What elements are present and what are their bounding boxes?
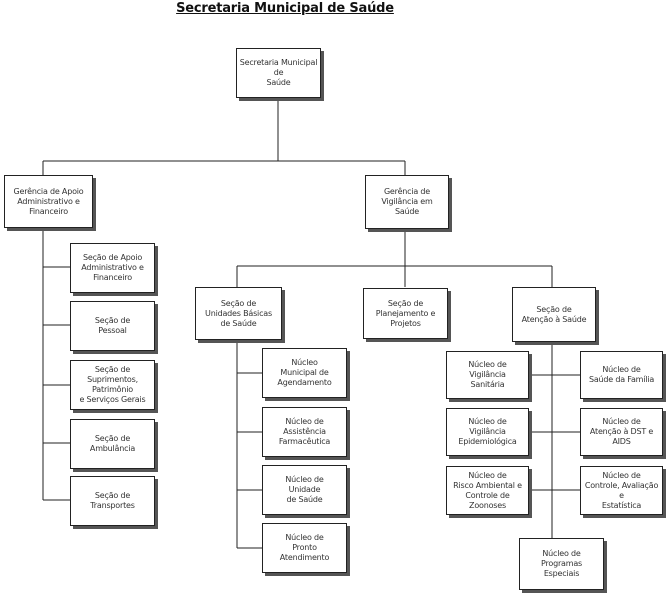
node-gerencia-apoio: Gerência de Apoio Administrativo e Finan… xyxy=(4,175,93,228)
node-nucleo-agendamento: Núcleo Municipal de Agendamento xyxy=(262,348,347,398)
page-title: Secretaria Municipal de Saúde xyxy=(176,1,394,16)
node-secao-planejamento: Seção de Planejamento e Projetos xyxy=(363,288,448,339)
node-secretaria: Secretaria Municipal de Saúde xyxy=(236,48,321,98)
node-secao-ambulancia: Seção de Ambulância xyxy=(70,419,155,469)
node-secao-unidades: Seção de Unidades Básicas de Saúde xyxy=(195,287,282,340)
node-secao-atencao: Seção de Atenção à Saúde xyxy=(512,287,596,342)
node-nucleo-familia: Núcleo de Saúde da Família xyxy=(580,351,663,399)
node-nucleo-unidade: Núcleo de Unidade de Saúde xyxy=(262,465,347,515)
node-nucleo-pronto: Núcleo de Pronto Atendimento xyxy=(262,523,347,573)
node-nucleo-epidemiologica: Núcleo de Vigilância Epidemiológica xyxy=(446,408,529,456)
node-nucleo-zoonoses: Núcleo de Risco Ambiental e Controle de … xyxy=(446,466,529,515)
node-secao-pessoal: Seção de Pessoal xyxy=(70,301,155,351)
node-nucleo-sanitaria: Núcleo de Vigilância Sanitária xyxy=(446,351,529,399)
node-secao-transportes: Seção de Transportes xyxy=(70,476,155,526)
node-gerencia-vigilancia: Gerência de Vigilância em Saúde xyxy=(365,175,449,229)
node-nucleo-programas: Núcleo de Programas Especiais xyxy=(519,538,604,590)
node-secao-apoio: Seção de Apoio Administrativo e Financei… xyxy=(70,243,155,293)
node-secao-suprimentos: Seção de Suprimentos, Patrimônio e Servi… xyxy=(70,360,155,410)
node-nucleo-dst: Núcleo de Atenção à DST e AIDS xyxy=(580,408,663,456)
node-nucleo-controle: Núcleo de Controle, Avaliação e Estatíst… xyxy=(580,466,663,515)
node-nucleo-farmaceutica: Núcleo de Assistência Farmacêutica xyxy=(262,407,347,457)
